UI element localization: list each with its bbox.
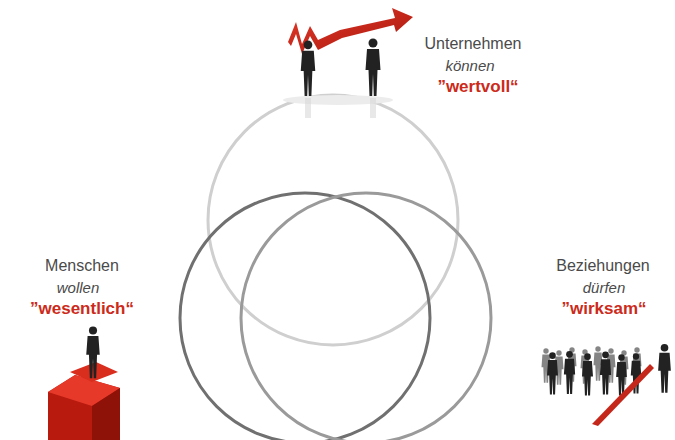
business-men-arrow	[283, 8, 413, 118]
group-heading: Unternehmen	[393, 35, 553, 53]
circle-outline	[180, 193, 430, 440]
key-word: ”wertvoll“	[398, 77, 558, 97]
modal-verb: wollen	[0, 279, 158, 296]
man-on-block	[48, 326, 120, 440]
modal-verb: dürfen	[524, 279, 675, 296]
group-heading: Menschen	[2, 257, 162, 275]
key-word: ”wirksam“	[524, 299, 675, 319]
circle-outline	[208, 95, 458, 345]
modal-verb: können	[390, 57, 550, 74]
crowd-and-man	[542, 344, 671, 426]
group-heading: Beziehungen	[523, 257, 675, 275]
circle-outline	[241, 193, 491, 440]
key-word: ”wesentlich“	[2, 299, 162, 319]
